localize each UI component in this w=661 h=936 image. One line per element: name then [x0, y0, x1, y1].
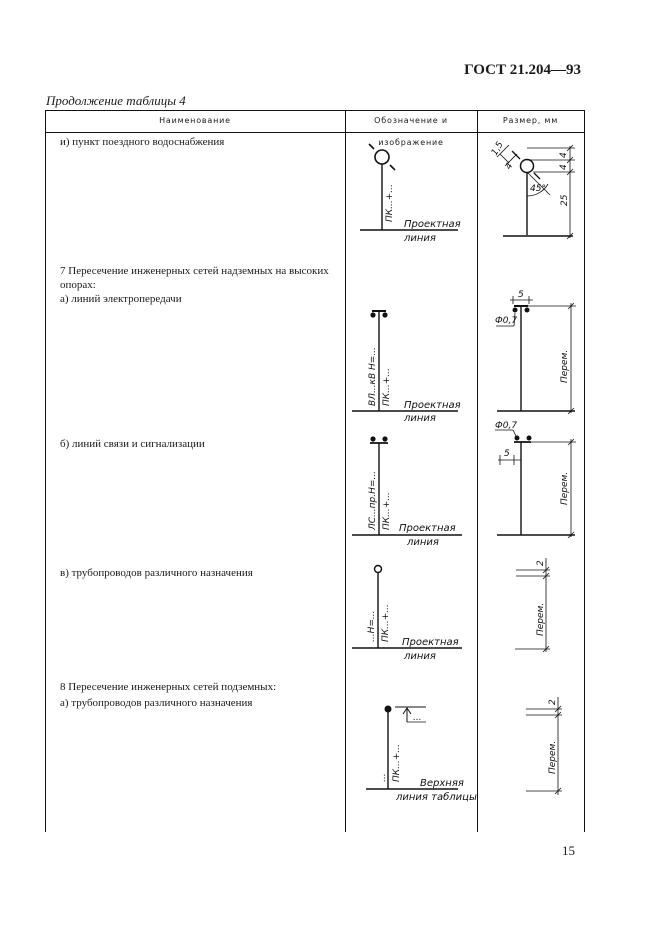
design-line-label-3b: линия	[406, 537, 439, 548]
dim-label-perem-1: Перем.	[560, 350, 570, 383]
dim-label-2b: 2	[548, 699, 558, 705]
dim-label-4a: 4	[504, 161, 516, 171]
dim-label-perem-3: Перем.	[536, 603, 546, 636]
dim-label-phi-0-7a: Ф0,7	[495, 316, 517, 326]
row-label-water-supply: и) пункт поездного водоснабжения	[60, 136, 225, 148]
symbol-power-line: ВЛ...кВ Н=... ПК...+... Проектная линия	[352, 310, 461, 424]
pk-label-3: ПК...+...	[382, 492, 392, 530]
pk-label-4: ПК...+...	[381, 604, 391, 642]
column-divider-2	[477, 110, 478, 832]
dim-label-25: 25	[560, 194, 570, 206]
symbol-communication-line: ЛС...пр.Н=... ПК...+... Проектная линия	[352, 436, 462, 548]
top-line-label-b: линия таблицы	[395, 791, 477, 803]
table-header-border	[45, 132, 585, 133]
table-right-border	[584, 110, 585, 832]
dimension-communication-line: Ф0,7 5 Перем.	[495, 421, 576, 539]
symbols-table: Наименование Обозначение и изображение Р…	[45, 110, 585, 832]
dim-label-4c: 4	[559, 164, 569, 170]
table-left-border	[45, 110, 46, 832]
dim-label-perem-4: Перем.	[548, 741, 558, 774]
dim-label-4b: 4	[559, 152, 569, 158]
row-label-overhead-crossing: 7 Пересечение инженерных сетей надземных…	[60, 265, 329, 291]
top-line-label-a: Верхняя	[420, 778, 464, 789]
dimension-underground-pipeline: 2 Перем.	[526, 697, 562, 795]
table-top-border	[45, 110, 585, 111]
pk-label-1: ПК...+...	[385, 184, 395, 222]
design-line-label-2a: Проектная	[404, 400, 461, 411]
row-label-pipelines-overhead: в) трубопроводов различного назначения	[60, 567, 253, 579]
h-label-2: ...	[378, 773, 388, 782]
symbol-water-supply-point: ПК...+... Проектная линия	[360, 143, 461, 244]
page-number: 15	[562, 843, 575, 858]
column-header-size: Размер, мм	[502, 116, 559, 125]
row-label-communication-lines: б) линий связи и сигнализации	[60, 438, 205, 450]
row-label-power-lines: а) линий электропередачи	[60, 293, 182, 305]
vl-label: ВЛ...кВ Н=...	[368, 347, 378, 406]
dim-label-phi-0-7b: Ф0,7	[495, 421, 517, 431]
row-label-pipelines-underground: а) трубопроводов различного назначения	[60, 697, 253, 709]
dimension-water-supply: 1,5 4 4 4 45° 25	[490, 140, 575, 240]
design-line-label-4b: линия	[403, 651, 436, 662]
design-line-label-4a: Проектная	[402, 637, 459, 648]
dimension-power-line: 5 Ф0,7 Перем.	[495, 290, 576, 415]
dim-label-5a: 5	[518, 290, 524, 300]
dim-label-2a: 2	[536, 560, 546, 566]
dim-label-45-deg: 45°	[530, 184, 546, 194]
dim-label-1-5: 1,5	[490, 140, 506, 158]
row-label-underground-crossing: 8 Пересечение инженерных сетей подземных…	[60, 681, 277, 693]
column-divider-1	[345, 110, 346, 832]
symbol-overhead-pipeline: ...Н=... ПК...+... Проектная линия	[352, 564, 462, 662]
pk-label-2: ПК...+...	[382, 368, 392, 406]
dim-label-perem-2: Перем.	[560, 472, 570, 505]
symbol-underground-pipeline: ... ... ПК...+... Верхняя линия таблицы	[366, 705, 477, 803]
dim-label-5b: 5	[504, 449, 510, 459]
design-line-label-1a: Проектная	[404, 219, 461, 230]
pk-label-5: ПК...+...	[392, 744, 402, 782]
column-header-name: Наименование	[159, 116, 231, 125]
ls-label: ЛС...пр.Н=...	[368, 471, 378, 531]
dots-label: ...	[413, 713, 422, 723]
column-header-symbol: Обозначение и изображение	[374, 116, 448, 147]
h-label-1: ...Н=...	[367, 611, 377, 642]
design-line-label-2b: линия	[403, 413, 436, 424]
design-line-label-3a: Проектная	[399, 523, 456, 534]
dimension-overhead-pipeline: 2 Перем.	[515, 558, 550, 653]
design-line-label-1b: линия	[403, 233, 436, 244]
document-number: ГОСТ 21.204—93	[464, 62, 581, 78]
table-caption: Продолжение таблицы 4	[46, 93, 186, 108]
